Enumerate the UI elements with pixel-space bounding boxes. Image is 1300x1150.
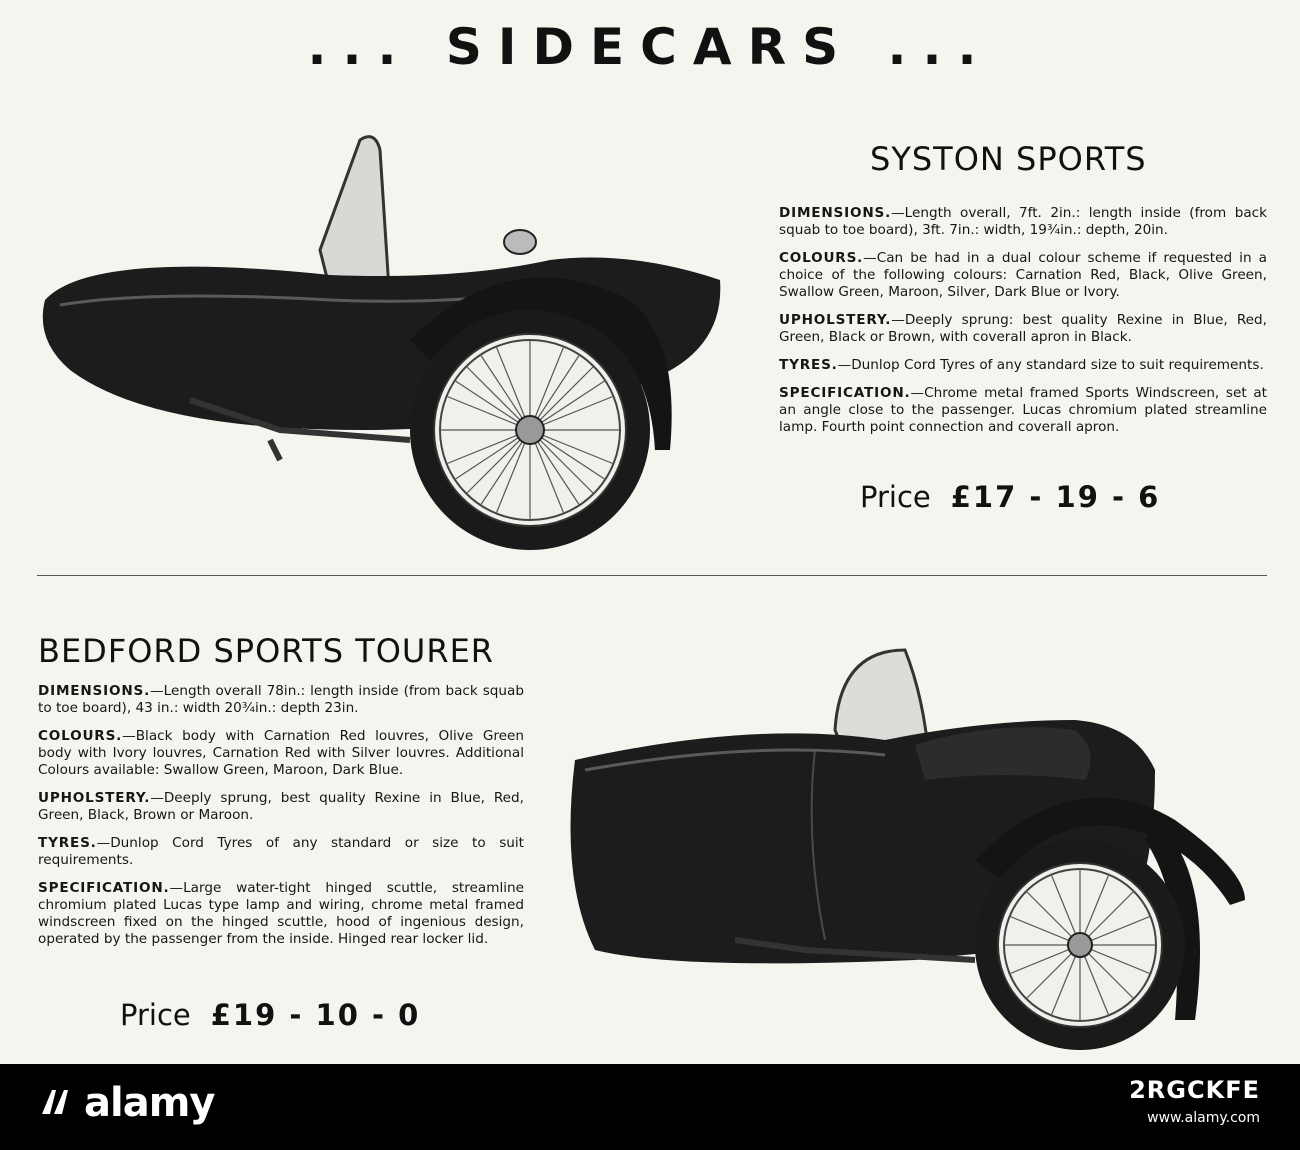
page-title: ... SIDECARS ... [307, 18, 993, 76]
spec-text: —Deeply sprung, best quality Rexine in B… [38, 790, 524, 823]
alamy-logo: alamy [40, 1080, 215, 1126]
spec-label: COLOURS. [779, 250, 864, 266]
spec-text: —Dunlop Cord Tyres of any standard or si… [38, 835, 524, 868]
spec-upholstery: UPHOLSTERY.—Deeply sprung, best quality … [38, 790, 524, 824]
syston-sports-price: Price £17 - 19 - 6 [860, 480, 1160, 514]
spec-text: —Black body with Carnation Red louvres, … [38, 728, 524, 778]
spec-label: DIMENSIONS. [38, 683, 151, 699]
spec-label: UPHOLSTERY. [779, 312, 892, 328]
alamy-brand-text: alamy [84, 1080, 215, 1126]
spec-text: —Deeply sprung: best quality Rexine in B… [779, 312, 1267, 345]
alamy-logo-icon [42, 1090, 68, 1114]
spec-text: —Large water-tight hinged scuttle, strea… [38, 880, 524, 947]
spec-text: —Dunlop Cord Tyres of any standard size … [837, 357, 1264, 373]
spec-text: —Can be had in a dual colour scheme if r… [779, 250, 1267, 300]
bedford-sports-tourer-sidecar-image [570, 648, 1245, 1050]
image-id: 2RGCKFE [1129, 1076, 1260, 1104]
spec-text: —Chrome metal framed Sports Windscreen, … [779, 385, 1267, 435]
price-value: £19 - 10 - 0 [210, 998, 421, 1032]
spec-label: SPECIFICATION. [38, 880, 170, 896]
price-label: Price [860, 480, 931, 514]
spec-tyres: TYRES.—Dunlop Cord Tyres of any standard… [38, 835, 524, 869]
spec-label: COLOURS. [38, 728, 123, 744]
spec-label: DIMENSIONS. [779, 205, 892, 221]
brochure-page: ... SIDECARS ... SYSTON SPORTS DIMENSION… [0, 0, 1300, 1064]
spec-upholstery: UPHOLSTERY.—Deeply sprung: best quality … [779, 312, 1267, 346]
footer-image-info: 2RGCKFE www.alamy.com [1129, 1076, 1260, 1126]
spec-label: TYRES. [38, 835, 97, 851]
spec-specification: SPECIFICATION.—Chrome metal framed Sport… [779, 385, 1267, 436]
price-value: £17 - 19 - 6 [950, 480, 1161, 514]
spec-label: SPECIFICATION. [779, 385, 911, 401]
spec-colours: COLOURS.—Black body with Carnation Red l… [38, 728, 524, 779]
spec-text: —Length overall 78in.: length inside (fr… [38, 683, 524, 716]
syston-sports-specifications: DIMENSIONS.—Length overall, 7ft. 2in.: l… [779, 205, 1267, 447]
syston-sports-title: SYSTON SPORTS [870, 140, 1147, 178]
spec-dimensions: DIMENSIONS.—Length overall 78in.: length… [38, 683, 524, 717]
spec-text: —Length overall, 7ft. 2in.: length insid… [779, 205, 1267, 238]
spec-specification: SPECIFICATION.—Large water-tight hinged … [38, 880, 524, 948]
spec-label: UPHOLSTERY. [38, 790, 151, 806]
spec-tyres: TYRES.—Dunlop Cord Tyres of any standard… [779, 357, 1267, 374]
syston-sports-sidecar-image [42, 135, 721, 550]
watermark-footer: alamy 2RGCKFE www.alamy.com [0, 1064, 1300, 1150]
spec-colours: COLOURS.—Can be had in a dual colour sch… [779, 250, 1267, 301]
spec-dimensions: DIMENSIONS.—Length overall, 7ft. 2in.: l… [779, 205, 1267, 239]
site-url: www.alamy.com [1147, 1110, 1260, 1126]
spec-label: TYRES. [779, 357, 838, 373]
section-divider [37, 575, 1267, 576]
bedford-sports-tourer-price: Price £19 - 10 - 0 [120, 998, 420, 1032]
bedford-sports-tourer-title: BEDFORD SPORTS TOURER [38, 632, 495, 670]
price-label: Price [120, 998, 191, 1032]
bedford-sports-tourer-specifications: DIMENSIONS.—Length overall 78in.: length… [38, 683, 524, 959]
